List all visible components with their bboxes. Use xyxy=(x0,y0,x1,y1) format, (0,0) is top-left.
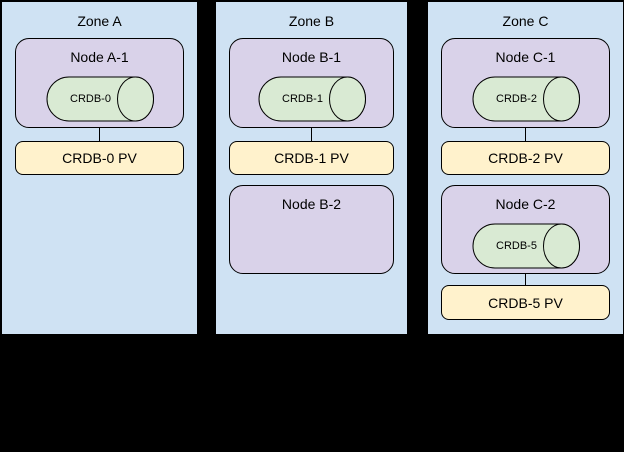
node-label: Node C-2 xyxy=(495,196,556,212)
cylinder-icon xyxy=(46,76,154,122)
pv-box: CRDB-5 PV xyxy=(441,285,610,320)
cylinder-label: CRDB-0 xyxy=(70,93,111,105)
cylinder-label: CRDB-5 xyxy=(496,240,537,252)
node-c-1: Node C-1 CRDB-2 xyxy=(441,38,610,128)
pv-box: CRDB-0 PV xyxy=(15,141,184,175)
node-label: Node C-1 xyxy=(495,49,556,65)
node-b-1: Node B-1 CRDB-1 xyxy=(229,38,394,128)
cylinder-icon xyxy=(472,223,580,269)
zone-a: Zone A Node A-1 CRDB-0 CRDB-0 PV xyxy=(1,1,198,335)
cylinder-icon xyxy=(258,76,366,122)
zone-title: Zone B xyxy=(288,13,335,29)
connector-line xyxy=(524,128,526,142)
database-cylinder: CRDB-0 xyxy=(46,76,154,122)
node-label: Node B-2 xyxy=(281,196,342,212)
connector-line xyxy=(98,128,100,142)
zone-c: Zone C Node C-1 CRDB-2 CRDB-2 PV Node C-… xyxy=(427,1,624,335)
zone-title: Zone C xyxy=(502,13,549,29)
cylinder-label: CRDB-1 xyxy=(282,93,323,105)
cylinder-label: CRDB-2 xyxy=(496,93,537,105)
database-cylinder: CRDB-2 xyxy=(472,76,580,122)
node-label: Node B-1 xyxy=(281,49,342,65)
node-b-2: Node B-2 xyxy=(229,185,394,274)
node-c-2: Node C-2 CRDB-5 xyxy=(441,185,610,274)
zone-b: Zone B Node B-1 CRDB-1 CRDB-1 PV Node B-… xyxy=(215,1,408,335)
zone-title: Zone A xyxy=(77,13,122,29)
node-label: Node A-1 xyxy=(70,49,129,65)
pv-box: CRDB-2 PV xyxy=(441,141,610,175)
cylinder-icon xyxy=(472,76,580,122)
database-cylinder: CRDB-5 xyxy=(472,223,580,269)
connector-line xyxy=(524,274,526,286)
node-a-1: Node A-1 CRDB-0 xyxy=(15,38,184,128)
connector-line xyxy=(310,128,312,142)
database-cylinder: CRDB-1 xyxy=(258,76,366,122)
pv-box: CRDB-1 PV xyxy=(229,141,394,175)
